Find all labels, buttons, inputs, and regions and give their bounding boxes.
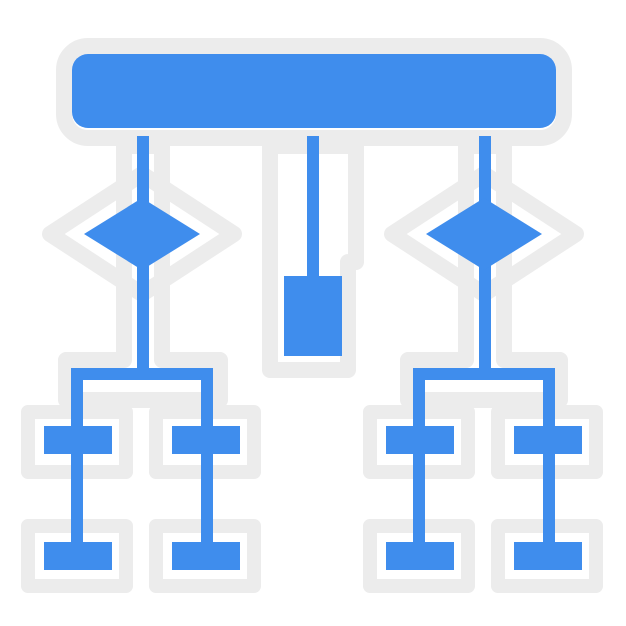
outline-center-branch <box>262 138 364 378</box>
connector-center-stem <box>307 136 319 280</box>
connector-right-drop-2 <box>543 368 555 546</box>
flowchart-shapes <box>44 54 582 570</box>
connector-right-branch <box>413 368 555 380</box>
connector-left-drop-1 <box>71 368 83 546</box>
decision-diamond-left <box>84 198 200 270</box>
leaf-node-8 <box>514 542 582 570</box>
decision-diamond-right <box>426 198 542 270</box>
connector-left-drop-2 <box>201 368 213 546</box>
connector-left-branch <box>71 368 213 380</box>
connector-right-drop-1 <box>413 368 425 546</box>
leaf-node-4 <box>514 426 582 454</box>
process-box-center <box>284 276 342 356</box>
leaf-node-5 <box>44 542 112 570</box>
leaf-node-3 <box>386 426 454 454</box>
top-process-bar <box>72 54 556 128</box>
leaf-node-2 <box>172 426 240 454</box>
leaf-node-1 <box>44 426 112 454</box>
leaf-node-6 <box>172 542 240 570</box>
leaf-node-7 <box>386 542 454 570</box>
